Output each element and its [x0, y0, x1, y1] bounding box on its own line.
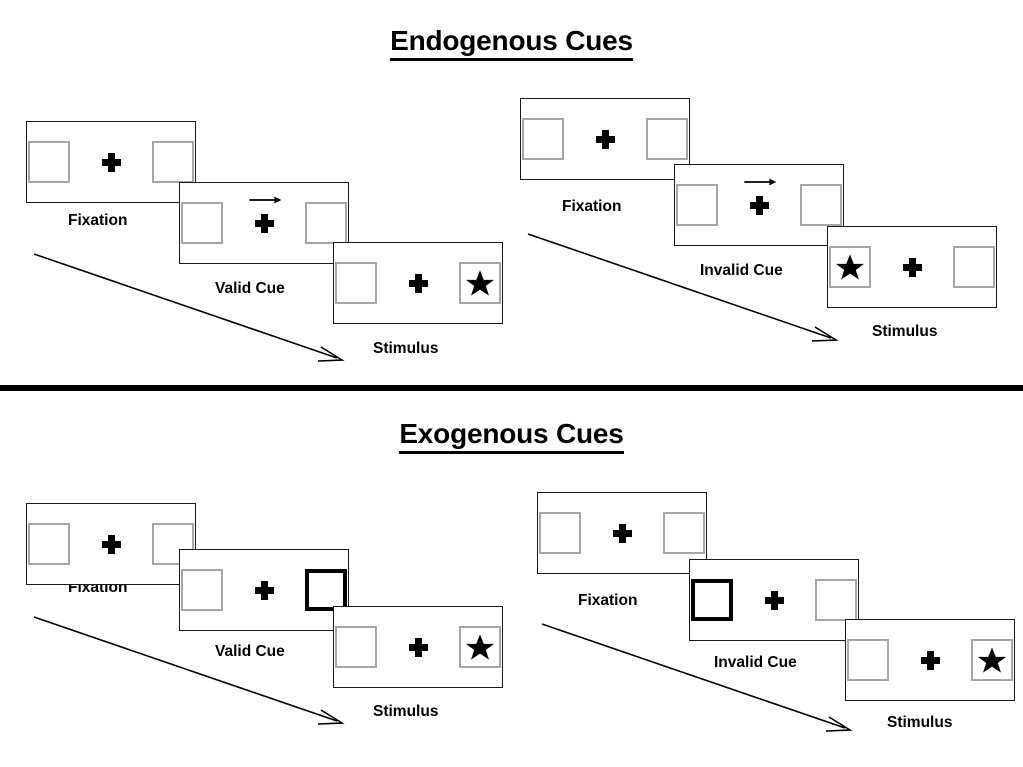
panel-exogenous-valid-fixation — [26, 503, 196, 585]
caption-exogenous-invalid-cue: Invalid Cue — [714, 654, 797, 671]
placeholder-box-right — [953, 246, 995, 288]
panel-endogenous-invalid-stimulus — [827, 226, 997, 308]
arrow-right-icon — [744, 178, 777, 185]
center-slot — [243, 580, 285, 600]
stimulus-box-right — [459, 262, 501, 304]
placeholder-box-left — [335, 626, 377, 668]
placeholder-box-right — [305, 202, 347, 244]
star-icon — [977, 647, 1007, 673]
center-slot — [753, 590, 795, 610]
panel-endogenous-valid-stimulus — [333, 242, 503, 324]
placeholder-box-right — [800, 184, 842, 226]
panel-exogenous-invalid-stimulus — [845, 619, 1015, 701]
caption-endogenous-invalid-fixation: Fixation — [562, 198, 622, 215]
fixation-cross-icon — [408, 273, 428, 293]
placeholder-box-left — [181, 202, 223, 244]
center-slot — [738, 178, 780, 215]
placeholder-box-left — [539, 512, 581, 554]
fixation-cross-icon — [254, 213, 274, 233]
stimulus-box-right — [971, 639, 1013, 681]
center-slot — [891, 257, 933, 277]
panel-exogenous-valid-cue — [179, 549, 349, 631]
section-divider — [0, 385, 1023, 391]
caption-exogenous-valid-stimulus: Stimulus — [373, 703, 439, 720]
placeholder-box-right — [663, 512, 705, 554]
fixation-cross-icon — [920, 650, 940, 670]
placeholder-box-right — [646, 118, 688, 160]
flow-arrow-icon — [527, 233, 839, 342]
panel-endogenous-invalid-fixation — [520, 98, 690, 180]
center-slot — [909, 650, 951, 670]
placeholder-box-left — [847, 639, 889, 681]
placeholder-box-left — [181, 569, 223, 611]
stimulus-box-right — [459, 626, 501, 668]
fixation-cross-icon — [764, 590, 784, 610]
placeholder-box-left — [335, 262, 377, 304]
star-icon — [465, 270, 495, 296]
fixation-cross-icon — [595, 129, 615, 149]
placeholder-box-left — [522, 118, 564, 160]
caption-endogenous-valid-cue: Valid Cue — [215, 280, 285, 297]
caption-endogenous-invalid-cue: Invalid Cue — [700, 262, 783, 279]
star-icon — [465, 634, 495, 660]
caption-exogenous-invalid-stimulus: Stimulus — [887, 714, 953, 731]
fixation-cross-icon — [749, 195, 769, 215]
section-title-endogenous: Endogenous Cues — [0, 25, 1023, 61]
placeholder-box-right — [152, 141, 194, 183]
cue-box-left — [691, 579, 733, 621]
center-slot — [90, 534, 132, 554]
placeholder-box-left — [28, 141, 70, 183]
placeholder-box-left — [676, 184, 718, 226]
panel-endogenous-valid-fixation — [26, 121, 196, 203]
center-slot — [397, 273, 439, 293]
flow-arrow-icon — [33, 616, 345, 725]
cue-box-right — [305, 569, 347, 611]
caption-endogenous-valid-stimulus: Stimulus — [373, 340, 439, 357]
fixation-cross-icon — [408, 637, 428, 657]
panel-exogenous-invalid-fixation — [537, 492, 707, 574]
caption-exogenous-valid-cue: Valid Cue — [215, 643, 285, 660]
panel-exogenous-invalid-cue — [689, 559, 859, 641]
stimulus-box-left — [829, 246, 871, 288]
center-slot — [397, 637, 439, 657]
placeholder-box-left — [28, 523, 70, 565]
panel-exogenous-valid-stimulus — [333, 606, 503, 688]
caption-endogenous-valid-fixation: Fixation — [68, 212, 128, 229]
center-slot — [90, 152, 132, 172]
star-icon — [835, 254, 865, 280]
section-title-exogenous-text: Exogenous Cues — [399, 418, 624, 454]
section-title-exogenous: Exogenous Cues — [0, 418, 1023, 454]
caption-endogenous-invalid-stimulus: Stimulus — [872, 323, 938, 340]
fixation-cross-icon — [902, 257, 922, 277]
panel-endogenous-valid-cue — [179, 182, 349, 264]
flow-arrow-icon — [541, 623, 853, 732]
fixation-cross-icon — [101, 534, 121, 554]
fixation-cross-icon — [254, 580, 274, 600]
center-slot — [601, 523, 643, 543]
center-slot — [584, 129, 626, 149]
section-title-endogenous-text: Endogenous Cues — [390, 25, 633, 61]
flow-arrow-icon — [33, 253, 345, 362]
placeholder-box-right — [815, 579, 857, 621]
panel-endogenous-invalid-cue — [674, 164, 844, 246]
caption-exogenous-invalid-fixation: Fixation — [578, 592, 638, 609]
center-slot — [243, 196, 285, 233]
fixation-cross-icon — [101, 152, 121, 172]
arrow-right-icon — [249, 196, 282, 203]
fixation-cross-icon — [612, 523, 632, 543]
